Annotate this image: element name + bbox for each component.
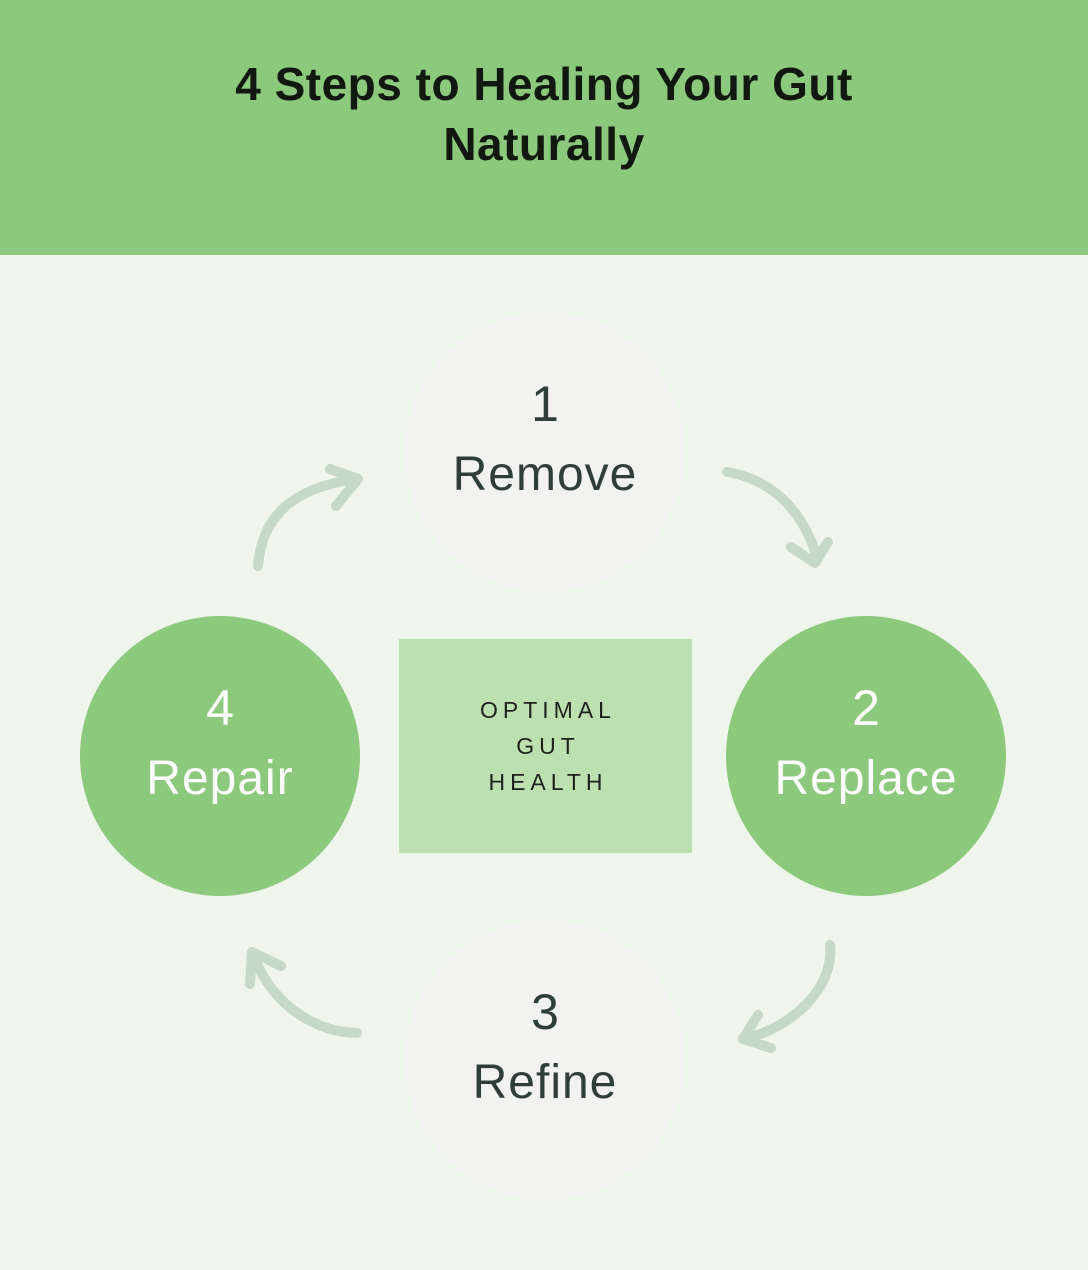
center-goal-line-2: GUT: [516, 733, 580, 759]
header-banner: 4 Steps to Healing Your Gut Naturally: [0, 0, 1088, 255]
step-circle-4-repair: 4 Repair: [80, 616, 360, 896]
step-number: 3: [531, 984, 559, 1040]
step-label: Refine: [472, 1056, 618, 1109]
step-circle-3-refine: 3 Refine: [405, 920, 685, 1200]
step-number: 1: [531, 376, 559, 432]
step-number: 4: [206, 680, 234, 736]
step-label: Repair: [146, 752, 294, 805]
step-circle-1-remove: 1 Remove: [405, 312, 685, 592]
step-number: 2: [852, 680, 880, 736]
center-goal-box: OPTIMAL GUT HEALTH: [399, 639, 692, 853]
center-goal-line-1: OPTIMAL: [480, 697, 616, 723]
page-title: 4 Steps to Healing Your Gut Naturally: [235, 54, 853, 174]
step-circle-2-replace: 2 Replace: [726, 616, 1006, 896]
page-title-line-1: 4 Steps to Healing Your Gut: [235, 58, 853, 111]
cycle-diagram: 1 Remove 2 Replace 3 Refine 4 Repair OPT…: [0, 255, 1088, 1270]
curved-arrow-down-right-icon: [722, 467, 833, 568]
curved-arrow-down-left-icon: [738, 940, 836, 1053]
page-title-line-2: Naturally: [443, 118, 645, 171]
curved-arrow-up-right-icon: [253, 464, 363, 571]
curved-arrow-up-left-icon: [245, 947, 362, 1038]
center-goal-line-3: HEALTH: [488, 769, 608, 795]
step-label: Remove: [452, 448, 638, 501]
step-label: Replace: [774, 752, 958, 805]
